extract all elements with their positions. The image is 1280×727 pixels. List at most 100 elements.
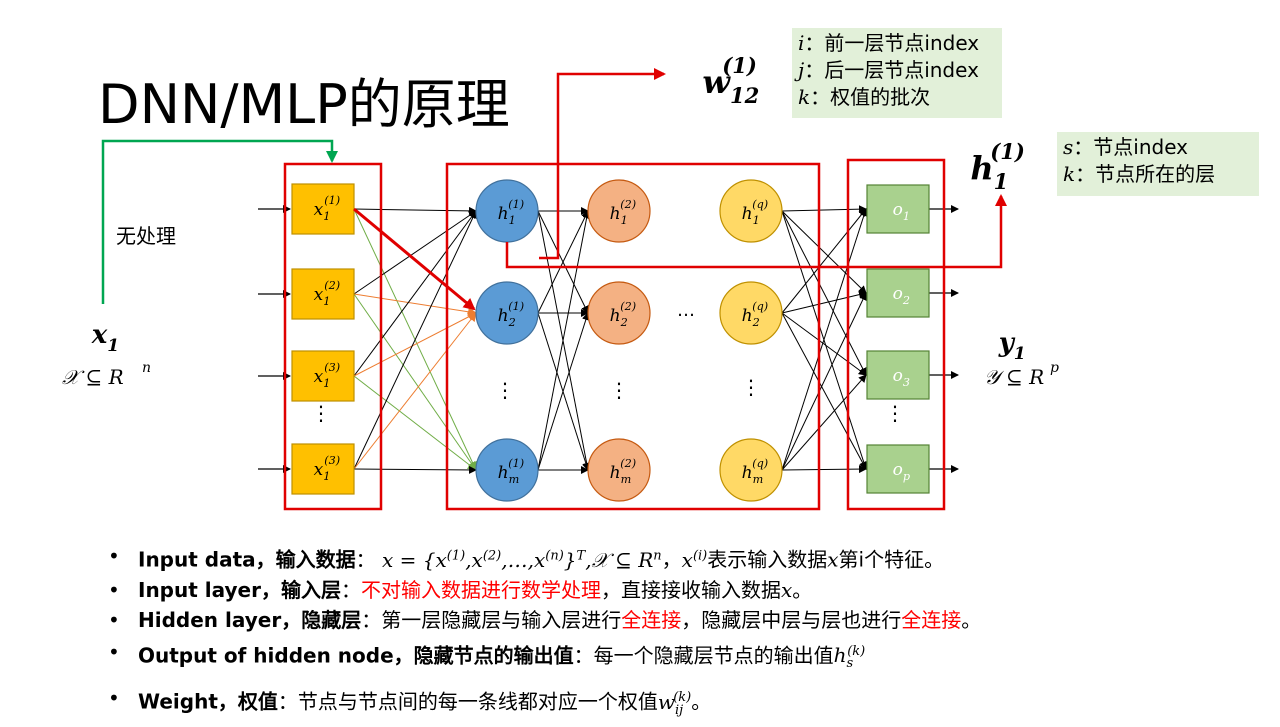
- output-node: [866, 444, 930, 494]
- hidden-output-edge: [781, 465, 867, 474]
- input-node-label-sup: (2): [324, 279, 340, 292]
- note-text: 节点index: [1093, 135, 1188, 159]
- formula-sup: (n): [545, 548, 564, 563]
- formula-sup: (k): [673, 690, 692, 706]
- hidden-node-label: hm: [742, 463, 764, 486]
- network-nodes: x1(1)x1(2)x1(3)x1(3)h1(1)h2(1)hm(1)h1(2)…: [291, 179, 930, 502]
- formula-sup: n: [653, 548, 662, 563]
- note-row: k：节点所在的层: [1063, 161, 1253, 188]
- formula-sup: (k): [847, 643, 866, 659]
- bullet-hidden-output: Output of hidden node，隐藏节点的输出值：每一个隐藏层节点的…: [108, 638, 1268, 679]
- input-node-label: x1: [314, 285, 331, 308]
- hidden-layer-frame: [445, 162, 821, 511]
- output-symbol: y1: [998, 328, 1026, 364]
- highlight-weight-edge: [353, 207, 476, 311]
- input-space-sup: n: [142, 360, 151, 376]
- weight-var: wij(k): [658, 690, 692, 718]
- hidden-node: [719, 179, 783, 243]
- ellipsis-vertical: ⋮: [741, 375, 761, 399]
- highlight-text: 全连接: [901, 607, 962, 632]
- separator: ：: [355, 547, 376, 572]
- input-hidden-edge: [353, 312, 477, 377]
- input-data-formula: x = {x(1),x(2),…,x(n)}T,𝒳 ⊆ Rn: [382, 548, 662, 572]
- note-row: j：后一层节点index: [798, 57, 996, 84]
- bullet-text: 表示输入数据: [707, 547, 828, 572]
- hidden-output-edge: [781, 210, 867, 376]
- input-hidden-edge: [353, 210, 477, 470]
- weight-label-sup: (1): [722, 53, 757, 78]
- note-sep: ：: [804, 31, 825, 55]
- hidden-output-var: hs(k): [833, 643, 866, 671]
- bullet-head: Hidden layer，隐藏层: [138, 607, 362, 632]
- output-node: [866, 184, 930, 234]
- bullet-text: ，直接接收输入数据: [600, 577, 781, 602]
- note-text: 后一层节点index: [824, 58, 979, 82]
- bullet-head: Input data，输入数据: [138, 547, 356, 572]
- hidden-output-edge: [781, 210, 867, 294]
- hidden-node: [719, 281, 783, 345]
- note-row: k：权值的批次: [798, 84, 996, 111]
- output-space: 𝒴 ⊆ R: [984, 365, 1044, 389]
- hidden-node-label-sup: (2): [620, 198, 636, 211]
- no-process-pointer: [101, 139, 338, 304]
- hidden-node: [475, 281, 539, 345]
- hidden-node-label-sup: (q): [752, 198, 768, 211]
- bullet-text: 每一个隐藏层节点的输出值: [593, 643, 834, 668]
- weight-label: w12: [702, 63, 759, 108]
- hidden-output-edge: [781, 312, 867, 376]
- note-var: k: [798, 85, 811, 109]
- hidden-node-label: hm: [610, 463, 632, 486]
- input-hidden-edge: [353, 210, 477, 377]
- formula-part: h: [833, 643, 847, 668]
- hidden-node-label: h2: [742, 306, 760, 329]
- connection-lines: [258, 205, 959, 474]
- hidden-node: [719, 438, 783, 502]
- ellipsis-vertical: ⋮: [495, 378, 515, 402]
- formula-part: x: [681, 547, 693, 572]
- note-sep: ：: [804, 58, 825, 82]
- input-node: [291, 268, 355, 320]
- formula-sup: (2): [482, 548, 502, 563]
- bullet-text: 第一层隐藏层与输入层进行: [381, 607, 622, 632]
- hidden-node-label-sup: (q): [752, 300, 768, 313]
- separator: ：: [573, 643, 594, 668]
- hidden-hidden-edge: [537, 210, 589, 314]
- bullet-head: Output of hidden node，隐藏节点的输出值: [138, 643, 574, 668]
- note-var: k: [1063, 162, 1076, 186]
- output-node: [866, 268, 930, 318]
- formula-sup: (i): [692, 548, 708, 563]
- note-text: 权值的批次: [830, 85, 931, 109]
- separator: ：: [340, 577, 361, 602]
- note-text: 节点所在的层: [1095, 162, 1216, 186]
- ellipsis-vertical: ⋮: [311, 401, 331, 425]
- input-hidden-edge: [353, 210, 477, 295]
- hidden-node: [475, 438, 539, 502]
- formula-part: ,…,x: [501, 547, 546, 572]
- bullet-weight: Weight，权值：节点与节点间的每一条线都对应一个权值wij(k)。: [108, 684, 1268, 725]
- hidden-output-edge: [781, 290, 867, 314]
- note-var: i: [798, 31, 805, 55]
- hidden-node-label: h2: [498, 306, 516, 329]
- feature-var: x(i): [682, 548, 708, 572]
- network-diagram: x1(1)x1(2)x1(3)x1(3)h1(1)h2(1)hm(1)h1(2)…: [62, 53, 1059, 511]
- formula-part: x = {x: [382, 547, 447, 572]
- separator: ：: [361, 607, 382, 632]
- input-hidden-edge: [353, 375, 477, 471]
- input-hidden-edge: [353, 293, 477, 471]
- bullet-text: ，隐藏层中层与层也进行: [681, 607, 902, 632]
- input-hidden-edge: [353, 206, 477, 215]
- formula-sup: (1): [446, 548, 466, 563]
- bullet-head: Input layer，输入层: [138, 577, 341, 602]
- input-layer-frame: [283, 162, 383, 511]
- separator: ，: [661, 547, 682, 572]
- output-layer-frame: [846, 158, 946, 511]
- output-node-label: o2: [893, 284, 910, 307]
- input-symbol: x1: [91, 320, 119, 356]
- node-label-sup: (1): [990, 139, 1025, 164]
- bullet-text: 。: [792, 577, 813, 602]
- hidden-output-edge: [781, 312, 867, 470]
- bullet-hidden-layer: Hidden layer，隐藏层：第一层隐藏层与输入层进行 全连接，隐藏层中层与层…: [108, 606, 1268, 634]
